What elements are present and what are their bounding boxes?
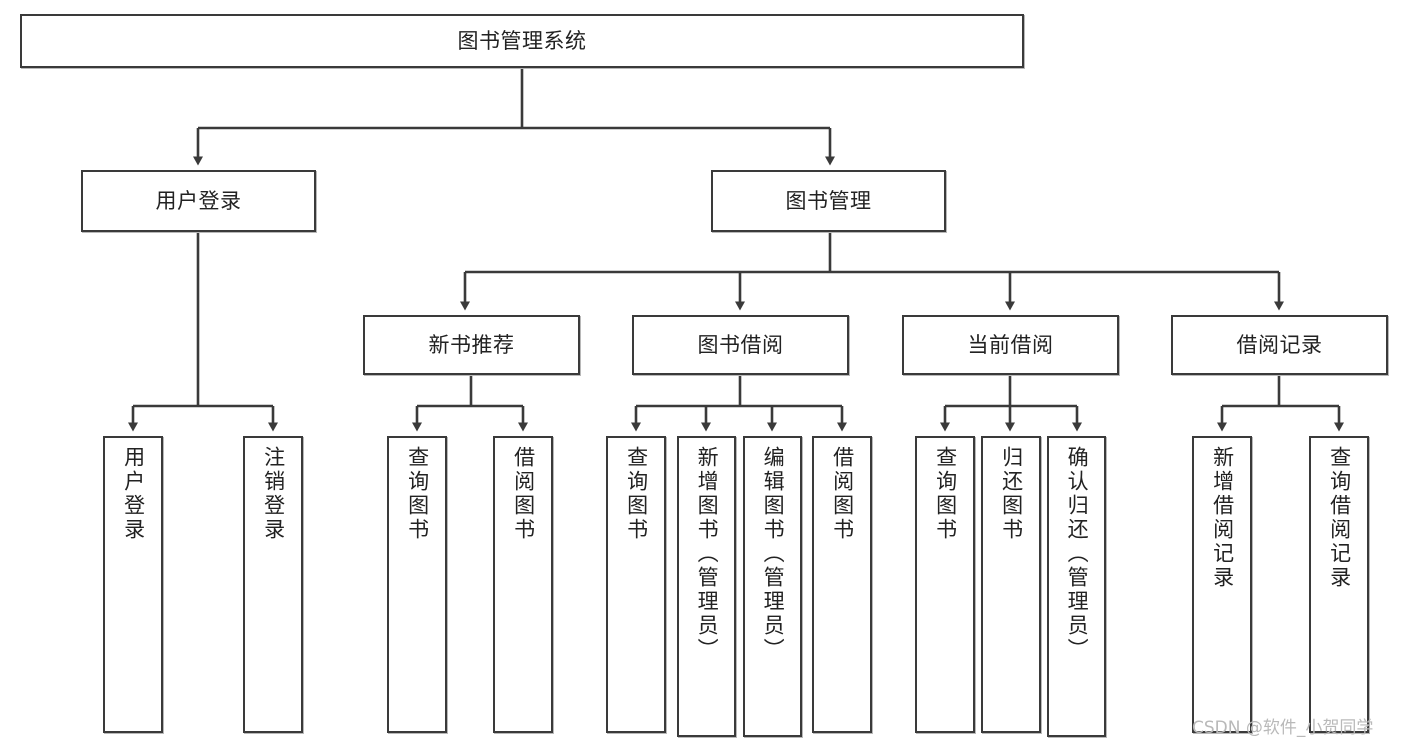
node-leaf-user-logout[interactable]: 注销登录 xyxy=(243,436,303,733)
node-leaf-add-record[interactable]: 新增借阅记录 xyxy=(1192,436,1252,733)
node-leaf-add-book[interactable]: 新增图书（管理员） xyxy=(677,436,736,737)
node-leaf-query-record-label: 查询借阅记录 xyxy=(1327,446,1352,590)
node-new-book-recommend-label: 新书推荐 xyxy=(428,332,515,357)
node-leaf-return-book-label: 归还图书 xyxy=(999,446,1024,542)
node-leaf-user-logout-label: 注销登录 xyxy=(261,446,286,542)
node-leaf-query-book-3[interactable]: 查询图书 xyxy=(915,436,975,733)
node-book-borrow[interactable]: 图书借阅 xyxy=(632,315,849,375)
node-leaf-borrow-book-1[interactable]: 借阅图书 xyxy=(493,436,553,733)
node-leaf-query-book-3-label: 查询图书 xyxy=(933,446,958,542)
node-user-login-label: 用户登录 xyxy=(155,188,242,213)
node-book-borrow-label: 图书借阅 xyxy=(697,332,784,357)
node-leaf-query-record[interactable]: 查询借阅记录 xyxy=(1309,436,1369,733)
node-leaf-borrow-book-2-label: 借阅图书 xyxy=(830,446,855,542)
node-leaf-add-book-label: 新增图书（管理员） xyxy=(695,446,720,662)
node-borrow-record[interactable]: 借阅记录 xyxy=(1171,315,1388,375)
node-root-label: 图书管理系统 xyxy=(457,28,587,53)
node-leaf-edit-book-label: 编辑图书（管理员） xyxy=(761,446,786,662)
node-leaf-borrow-book-1-label: 借阅图书 xyxy=(511,446,536,542)
node-leaf-user-login-label: 用户登录 xyxy=(121,446,146,542)
node-leaf-return-book[interactable]: 归还图书 xyxy=(981,436,1041,733)
node-leaf-confirm-return[interactable]: 确认归还（管理员） xyxy=(1047,436,1106,737)
csdn-watermark: CSDN @软件_小贺同学 xyxy=(1192,718,1374,738)
node-leaf-confirm-return-label: 确认归还（管理员） xyxy=(1065,446,1090,662)
node-leaf-edit-book[interactable]: 编辑图书（管理员） xyxy=(743,436,802,737)
node-current-borrow-label: 当前借阅 xyxy=(967,332,1054,357)
node-leaf-add-record-label: 新增借阅记录 xyxy=(1210,446,1235,590)
node-user-login[interactable]: 用户登录 xyxy=(81,170,316,232)
node-leaf-query-book-1[interactable]: 查询图书 xyxy=(387,436,447,733)
node-leaf-borrow-book-2[interactable]: 借阅图书 xyxy=(812,436,872,733)
node-leaf-query-book-1-label: 查询图书 xyxy=(405,446,430,542)
node-leaf-query-book-2-label: 查询图书 xyxy=(624,446,649,542)
node-book-manage[interactable]: 图书管理 xyxy=(711,170,946,232)
node-book-manage-label: 图书管理 xyxy=(785,188,872,213)
node-current-borrow[interactable]: 当前借阅 xyxy=(902,315,1119,375)
node-leaf-query-book-2[interactable]: 查询图书 xyxy=(606,436,666,733)
node-leaf-user-login[interactable]: 用户登录 xyxy=(103,436,163,733)
node-root[interactable]: 图书管理系统 xyxy=(20,14,1024,68)
node-borrow-record-label: 借阅记录 xyxy=(1236,332,1323,357)
node-new-book-recommend[interactable]: 新书推荐 xyxy=(363,315,580,375)
